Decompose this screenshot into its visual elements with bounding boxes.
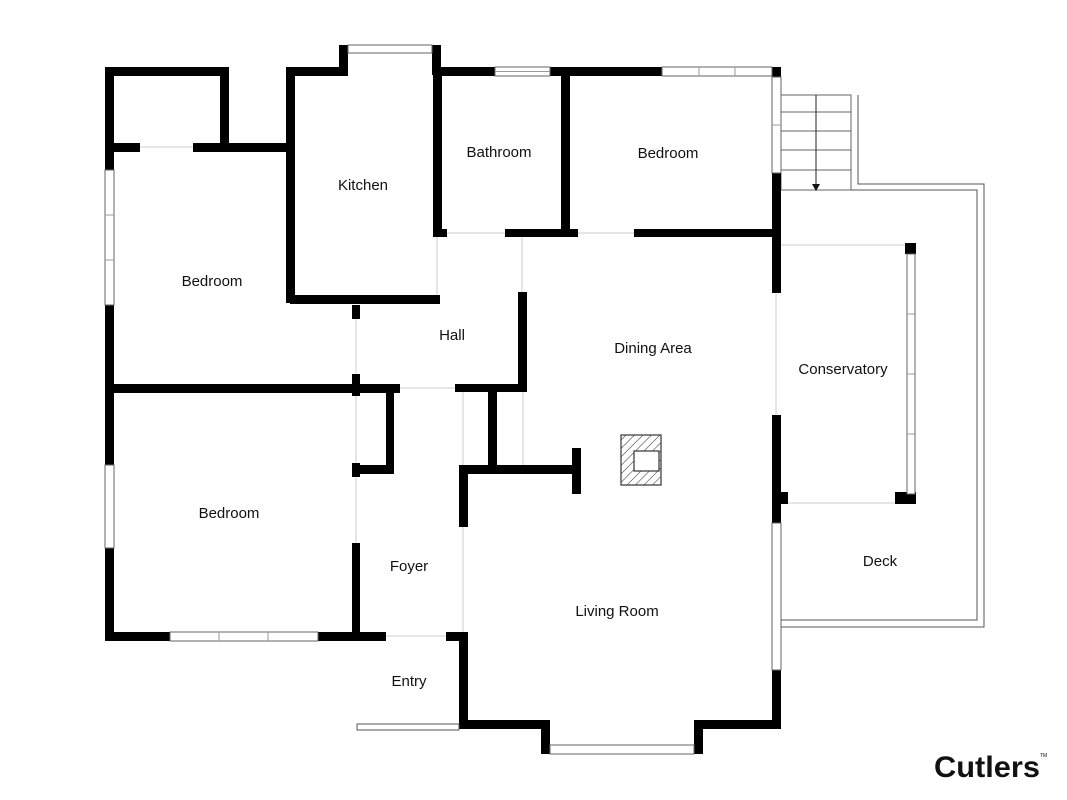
bedroom-left-label: Bedroom (182, 273, 243, 290)
brand-logo: Cutlers TM (934, 751, 1047, 784)
brand-trademark: TM (1040, 753, 1047, 759)
entry-label: Entry (391, 673, 427, 690)
kitchen-label: Kitchen (338, 177, 388, 194)
bathroom-label: Bathroom (466, 144, 531, 161)
room-labels: Kitchen Bathroom Bedroom Bedroom Hall Di… (182, 144, 898, 690)
stairs-icon (780, 94, 852, 191)
hall-label: Hall (439, 327, 465, 344)
living-room-label: Living Room (575, 603, 658, 620)
brand-name: Cutlers (934, 751, 1040, 784)
deck-label: Deck (863, 553, 898, 570)
windows (104, 44, 916, 755)
entry-step (356, 723, 460, 731)
bedroom-bottom-label: Bedroom (199, 505, 260, 522)
bedroom-top-label: Bedroom (638, 145, 699, 162)
door-openings (140, 146, 905, 637)
foyer-label: Foyer (390, 558, 428, 575)
walls (105, 45, 916, 754)
fireplace-icon (620, 434, 662, 486)
dining-label: Dining Area (614, 340, 692, 357)
conservatory-label: Conservatory (798, 361, 888, 378)
